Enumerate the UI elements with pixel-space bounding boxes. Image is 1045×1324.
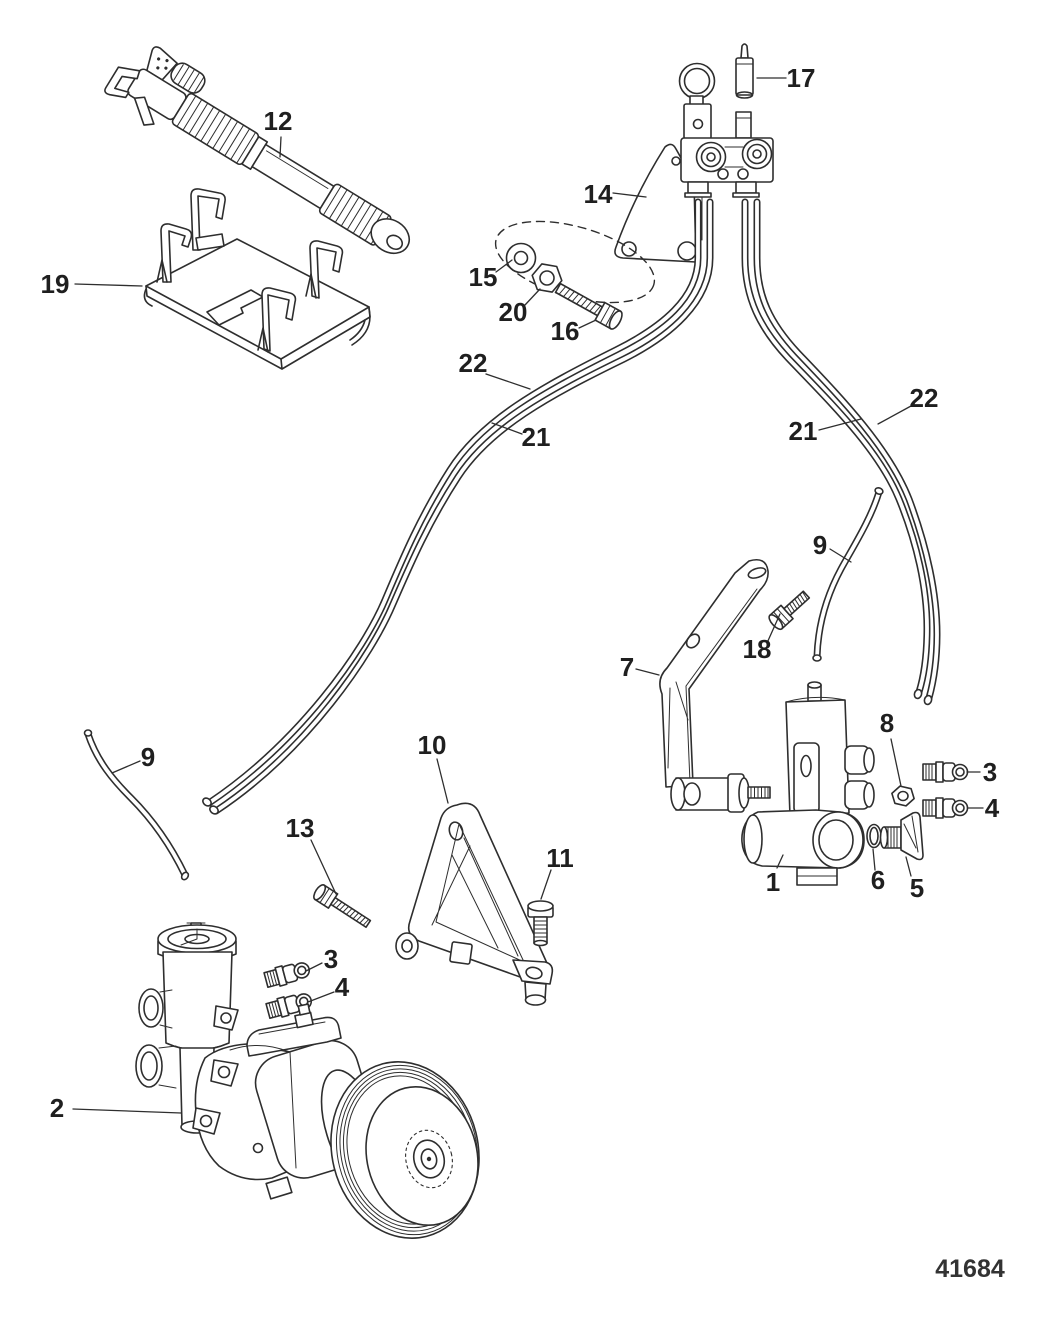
callout-label-18: 18 [743, 634, 772, 664]
fitting-3-lower [263, 962, 311, 989]
callout-leader-2 [72, 1108, 182, 1114]
callout-label-10: 10 [418, 730, 447, 760]
part-1-valve-body-assembly [741, 681, 875, 886]
part-2-power-steering-pump [135, 922, 480, 1239]
callout-leader-16 [578, 319, 597, 329]
callout-label-13: 13 [286, 813, 315, 843]
part-6-oring [866, 823, 882, 849]
hose-pair-21-22-left [202, 198, 714, 815]
callout-leader-3 [305, 962, 323, 972]
callout-leader-10 [436, 758, 449, 804]
callout-label-16: 16 [551, 316, 580, 346]
callout-leader-4 [307, 991, 335, 1003]
callout-leader-19 [74, 283, 143, 287]
callout-leader-7 [635, 668, 660, 676]
hose-pair-21-22-right [741, 198, 941, 706]
callout-label-8: 8 [880, 708, 894, 738]
part-12-actuator-cylinder [104, 46, 411, 255]
callout-label-20: 20 [499, 297, 528, 327]
hose-9-right [812, 487, 884, 662]
hose-9-left [83, 729, 190, 881]
callout-leader-21 [491, 422, 523, 435]
callout-label-21: 21 [522, 422, 551, 452]
part-7-support-bracket [659, 558, 771, 813]
fastener-group-15-20-16 [494, 220, 656, 330]
callout-label-6: 6 [871, 865, 885, 895]
callout-leader-12 [279, 136, 282, 158]
callout-leader-18 [766, 613, 781, 644]
callout-label-4: 4 [335, 972, 350, 1002]
callout-label-22: 22 [910, 383, 939, 413]
callout-label-21: 21 [789, 416, 818, 446]
callout-leader-21 [818, 418, 862, 431]
part-5-plug [879, 811, 924, 861]
callout-leader-1 [776, 854, 784, 869]
callout-label-1: 1 [766, 867, 780, 897]
callout-label-19: 19 [41, 269, 70, 299]
callout-leader-14 [612, 192, 647, 198]
callout-label-14: 14 [584, 179, 613, 209]
callout-label-15: 15 [469, 262, 498, 292]
part-19-mounting-cradle [143, 188, 371, 370]
callout-leader-8 [890, 738, 902, 787]
callout-leader-6 [872, 848, 876, 871]
part-18-bolt [768, 590, 811, 631]
callout-leader-9 [829, 548, 852, 563]
fitting-4-right [922, 797, 969, 819]
part-8-nut [891, 785, 915, 807]
callout-leader-20 [524, 288, 541, 306]
callout-label-2: 2 [50, 1093, 64, 1123]
callout-label-5: 5 [910, 873, 924, 903]
callout-leader-22 [877, 405, 912, 425]
part-14-valve-bracket-assembly [614, 62, 774, 263]
callout-label-9: 9 [141, 742, 155, 772]
fitting-3-right [922, 761, 969, 783]
callout-leader-13 [310, 839, 337, 895]
callout-label-7: 7 [620, 652, 634, 682]
part-17-pin [735, 43, 754, 99]
part-13-bolt [313, 884, 372, 929]
callout-label-4: 4 [985, 793, 1000, 823]
callout-leader-9 [111, 760, 141, 774]
callout-leader-5 [905, 856, 912, 877]
callout-label-17: 17 [787, 63, 816, 93]
callout-label-3: 3 [324, 944, 338, 974]
callout-leader-11 [540, 869, 552, 900]
callout-leader-22 [485, 373, 531, 390]
callout-label-22: 22 [459, 348, 488, 378]
callout-label-11: 11 [546, 843, 574, 873]
callout-leader-15 [495, 259, 513, 273]
drawing-number: 41684 [935, 1255, 1005, 1283]
callout-label-3: 3 [983, 757, 997, 787]
part-10-triangle-bracket [395, 802, 554, 1006]
callout-label-9: 9 [813, 530, 827, 560]
part-11-bolt [527, 900, 554, 947]
callout-label-12: 12 [264, 106, 293, 136]
